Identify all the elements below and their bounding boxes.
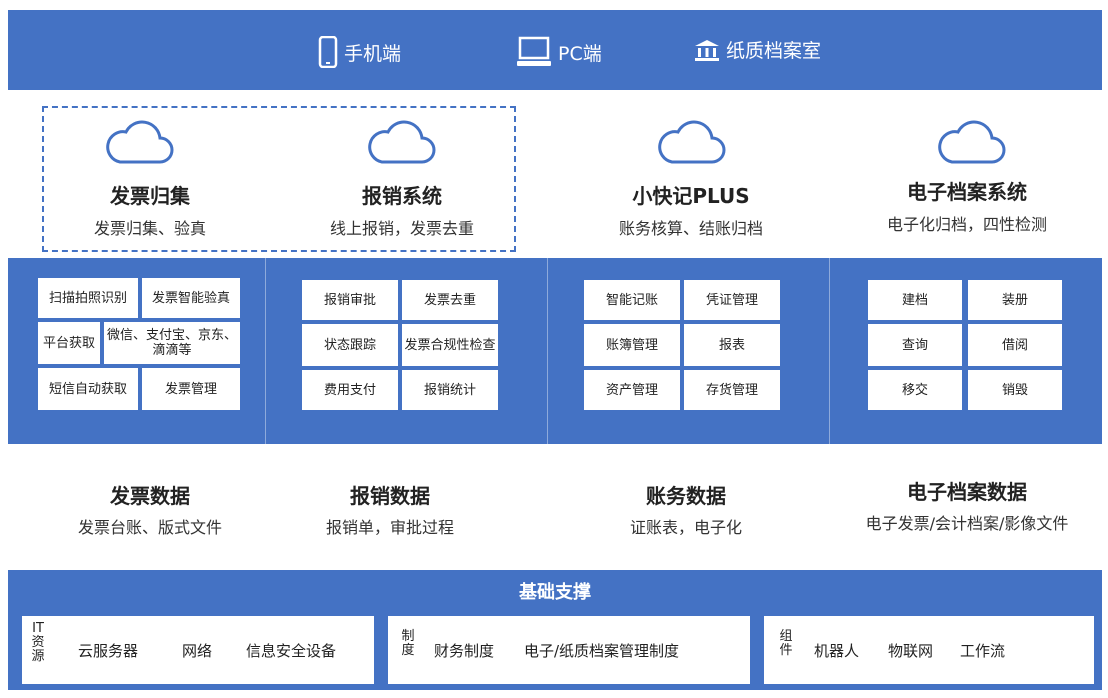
- cloud-icon: [368, 120, 436, 164]
- base-item: 机器人: [814, 642, 860, 660]
- column-divider: [265, 258, 266, 444]
- column-divider: [829, 258, 830, 444]
- module-tile: 移交: [868, 370, 962, 410]
- base-item: 云服务器: [78, 642, 139, 660]
- invoice-reimburse-group-outline: [42, 106, 516, 252]
- xiaokuaiji-plus-system: 小快记PLUS 账务核算、结账归档: [576, 180, 806, 239]
- data-layer-title: 发票数据: [110, 484, 190, 508]
- module-tile: 借阅: [968, 324, 1062, 366]
- base-support-band: 基础支撑 IT资源 云服务器 网络 信息安全设备 制度 财务制度 电子/纸质档案…: [8, 570, 1102, 690]
- module-tile: 账簿管理: [584, 324, 680, 366]
- data-layer-subtitle: 证账表，电子化: [629, 518, 742, 537]
- pc-channel-label: PC端: [558, 42, 602, 65]
- base-item: 财务制度: [434, 642, 495, 660]
- module-tile: 凭证管理: [684, 280, 780, 320]
- data-layer-title: 账务数据: [646, 484, 726, 508]
- policy-group: 制度 财务制度 电子/纸质档案管理制度: [388, 616, 750, 684]
- module-tile: 存货管理: [684, 370, 780, 410]
- data-layer-subtitle: 发票台账、版式文件: [77, 518, 222, 537]
- cloud-icon: [106, 120, 174, 164]
- components-group: 组件 机器人 物联网 工作流: [764, 616, 1094, 684]
- data-layer-title: 电子档案数据: [907, 480, 1027, 504]
- module-tile: 扫描拍照识别: [38, 278, 138, 318]
- base-item: 物联网: [888, 642, 934, 660]
- data-layer-subtitle: 报销单，审批过程: [325, 518, 454, 537]
- it-resources-group: IT资源 云服务器 网络 信息安全设备: [22, 616, 374, 684]
- function-modules-band: 扫描拍照识别 发票智能验真 平台获取 微信、支付宝、京东、滴滴等 短信自动获取 …: [8, 258, 1102, 444]
- system-title: 电子档案系统: [907, 180, 1027, 204]
- cloud-icon: [658, 120, 726, 164]
- pc-channel: PC端: [516, 36, 602, 68]
- invoice-collection-system: 发票归集 发票归集、验真: [40, 180, 260, 239]
- module-tile: 发票合规性检查: [402, 324, 498, 366]
- paper-archive-channel-label: 纸质档案室: [726, 40, 822, 62]
- module-tile: 报销审批: [302, 280, 398, 320]
- access-channels-band: 手机端 PC端 纸质档案室: [8, 10, 1102, 90]
- module-tile: 费用支付: [302, 370, 398, 410]
- module-tile: 平台获取: [38, 322, 100, 364]
- module-tile: 资产管理: [584, 370, 680, 410]
- base-item: 工作流: [960, 642, 1006, 660]
- mobile-phone-icon: [318, 36, 338, 68]
- system-title: 发票归集: [110, 184, 190, 208]
- module-tile: 智能记账: [584, 280, 680, 320]
- column-divider: [547, 258, 548, 444]
- desktop-computer-icon: [517, 36, 551, 66]
- bank-building-icon: [695, 39, 719, 61]
- module-tile: 状态跟踪: [302, 324, 398, 366]
- module-tile: 发票智能验真: [142, 278, 240, 318]
- system-title: 报销系统: [362, 184, 442, 208]
- system-subtitle: 电子化归档，四性检测: [886, 215, 1047, 234]
- module-tile: 发票管理: [142, 368, 240, 410]
- base-support-title: 基础支撑: [519, 582, 591, 603]
- module-tile: 建档: [868, 280, 962, 320]
- base-item: 信息安全设备: [246, 642, 337, 660]
- reimbursement-system: 报销系统 线上报销，发票去重: [292, 180, 512, 239]
- data-layer-title: 报销数据: [350, 484, 430, 508]
- system-title: 小快记PLUS: [632, 184, 750, 208]
- module-tile: 查询: [868, 324, 962, 366]
- module-tile: 发票去重: [402, 280, 498, 320]
- module-tile: 短信自动获取: [38, 368, 138, 410]
- data-layer-subtitle: 电子发票/会计档案/影像文件: [865, 514, 1069, 533]
- base-item: 网络: [182, 642, 213, 660]
- paper-archive-channel: 纸质档案室: [694, 36, 821, 63]
- module-tile: 报销统计: [402, 370, 498, 410]
- base-item: 电子/纸质档案管理制度: [524, 642, 680, 660]
- cloud-icon: [938, 120, 1006, 164]
- group-label: 组件: [779, 629, 793, 658]
- system-subtitle: 账务核算、结账归档: [618, 219, 763, 238]
- system-subtitle: 线上报销，发票去重: [329, 219, 474, 238]
- e-archive-system: 电子档案系统 电子化归档，四性检测: [852, 176, 1082, 235]
- module-tile: 微信、支付宝、京东、滴滴等: [104, 322, 240, 364]
- module-tile: 报表: [684, 324, 780, 366]
- mobile-channel: 手机端: [318, 36, 401, 68]
- module-tile: 销毁: [968, 370, 1062, 410]
- group-label: IT资源: [31, 621, 45, 664]
- system-subtitle: 发票归集、验真: [93, 219, 206, 238]
- module-tile: 装册: [968, 280, 1062, 320]
- group-label: 制度: [401, 629, 415, 658]
- mobile-channel-label: 手机端: [344, 42, 402, 65]
